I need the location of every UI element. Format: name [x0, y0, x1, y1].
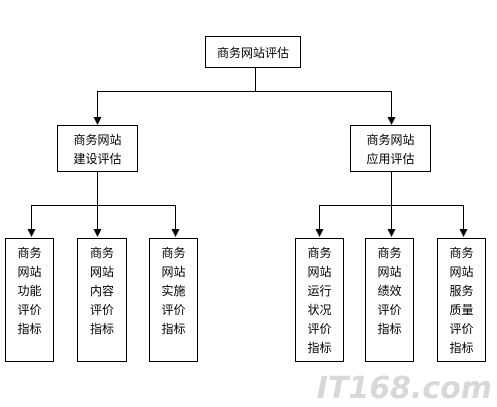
node-label-line: 评价	[17, 303, 41, 317]
content-indicator-node: 商务 网站 内容 评价 指标	[77, 238, 127, 362]
operation-indicator-node: 商务 网站 运行 状况 评价 指标	[295, 238, 344, 362]
performance-indicator-node: 商务 网站 绩效 评价 指标	[365, 238, 414, 362]
root-node: 商务网站评估	[205, 36, 301, 68]
node-label-line: 内容	[90, 283, 114, 298]
node-label-line: 评价	[449, 322, 473, 336]
node-label-line: 实施	[161, 283, 185, 298]
service-quality-indicator-node: 商务 网站 服务 质量 评价 指标	[437, 238, 486, 362]
node-label-line: 网站	[17, 265, 41, 279]
node-label-line: 指标	[161, 321, 185, 336]
implementation-indicator-node: 商务 网站 实施 评价 指标	[149, 238, 198, 362]
node-label-line: 网站	[449, 265, 473, 279]
node-label-line: 网站	[377, 265, 401, 279]
node-label-line: 商务	[161, 245, 185, 260]
connector-lines	[27, 68, 468, 237]
application-eval-node: 商务网站 应用评估	[350, 125, 431, 172]
node-label-line: 指标	[307, 340, 331, 355]
node-label-line: 服务	[449, 283, 473, 298]
construction-eval-node: 商务网站 建设评估	[57, 125, 138, 172]
function-indicator-node: 商务 网站 功能 评价 指标	[5, 238, 54, 362]
node-label-line: 网站	[161, 265, 185, 279]
node-label-line: 绩效	[377, 283, 401, 298]
node-label-line: 应用评估	[366, 151, 414, 166]
node-label-line: 质量	[449, 303, 473, 317]
node-label-line: 功能	[17, 284, 41, 298]
node-label-line: 商务	[17, 245, 41, 260]
node-label-line: 商务	[307, 245, 331, 260]
node-label-line: 指标	[377, 321, 401, 336]
watermark-text: IT168.com	[317, 371, 492, 406]
node-label-line: 指标	[449, 340, 473, 355]
node-label-line: 运行	[307, 284, 331, 298]
watermark: IT168.com	[317, 371, 492, 406]
node-label-line: 商务	[90, 245, 114, 260]
node-label-line: 指标	[17, 321, 41, 336]
node-label-line: 商务	[449, 245, 473, 260]
node-label-line: 商务网站	[366, 132, 414, 147]
root-node-label: 商务网站评估	[217, 45, 289, 60]
node-label-line: 网站	[90, 265, 114, 279]
node-label-line: 商务	[377, 245, 401, 260]
node-label-line: 指标	[90, 321, 114, 336]
node-label-line: 建设评估	[73, 152, 121, 166]
node-label-line: 评价	[90, 303, 114, 317]
node-label-line: 评价	[307, 322, 331, 336]
node-label-line: 评价	[161, 303, 185, 317]
node-label-line: 状况	[307, 303, 331, 317]
node-label-line: 商务网站	[73, 132, 121, 147]
node-label-line: 评价	[377, 303, 401, 317]
node-label-line: 网站	[307, 265, 331, 279]
